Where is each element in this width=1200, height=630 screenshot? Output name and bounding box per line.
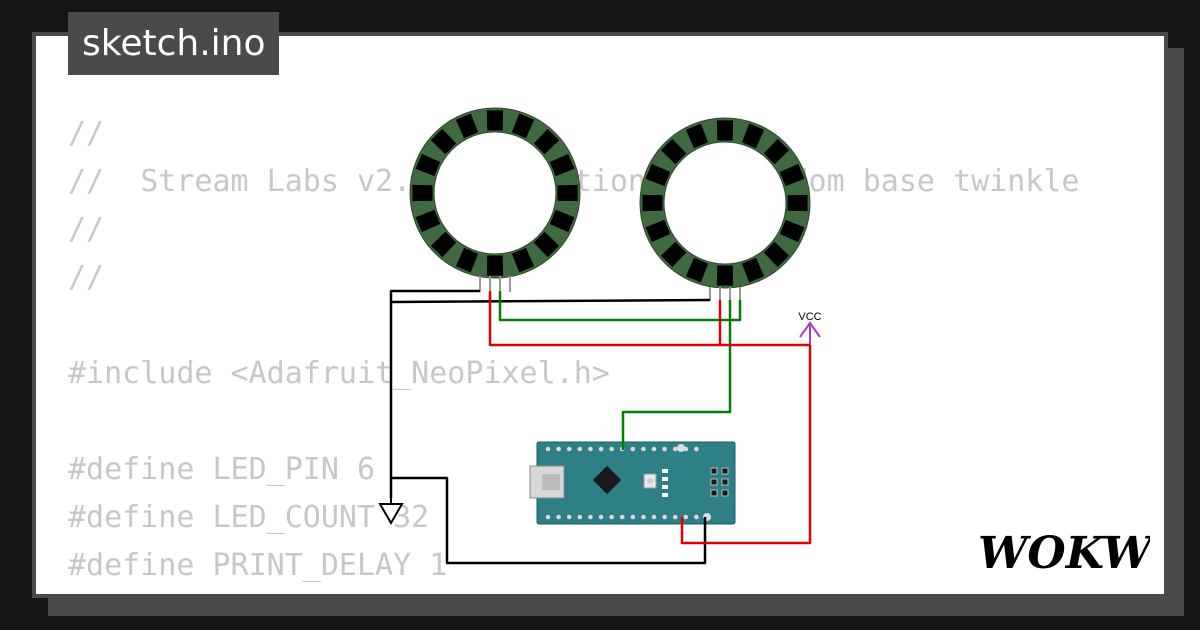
microcontroller-chip [592,465,622,495]
ring-pixel [642,194,663,212]
header-pin [566,514,572,520]
ring-pixel [511,247,535,273]
header-pin [694,514,699,520]
header-pin [577,514,583,520]
header-pin [588,446,593,452]
header-pin [683,514,689,520]
ring-left-pins [479,276,511,292]
wire-green-din-2 [621,300,732,450]
code-line: #include <Adafruit_NeoPixel.h> [68,356,610,391]
ring-pixel [763,138,790,165]
ring-pixel [486,255,504,276]
wire-red-vcc-1 [488,291,810,347]
vcc-label: VCC [798,311,821,323]
wokwi-logo: WOKWi [978,528,1150,578]
header-pin [662,446,667,452]
header-pin [651,446,657,452]
file-title-tab[interactable]: sketch.ino [68,12,280,75]
ring-pixel [430,128,457,155]
header-pin [566,446,572,452]
ring-pixel [533,128,560,155]
ring-pixel [430,231,457,258]
ring-pixel [779,219,805,243]
header-pin [672,514,678,520]
code-line: // [68,116,105,151]
wires [389,289,812,565]
header-pin [630,514,636,520]
ring-pixel [685,257,709,283]
ring-pixel [645,219,671,243]
code-line: // [68,260,105,295]
ring-pixel [685,123,709,149]
header-pin [556,514,561,520]
header-pin [651,514,657,520]
ring-pixel [415,209,441,233]
ring-pixel [549,209,575,233]
ring-pixel [787,194,808,212]
ring-pixel [455,247,479,273]
header-pin [641,514,646,520]
ring-pixel [557,184,578,202]
mount-hole [677,444,685,452]
ring-center [433,131,557,255]
wire-black-gnd-1 [389,289,480,498]
header-pin [662,514,667,520]
header-pin [641,446,646,452]
vcc-symbol: VCC [798,311,822,346]
ring-center [663,141,787,265]
wire-green-din-1 [498,291,742,322]
usb-port [542,474,560,490]
wokwi-logo-text: WOKWi [978,528,1150,578]
neopixel-ring-left[interactable] [409,107,581,279]
code-line: // [68,212,105,247]
icsp-header [710,467,729,497]
header-pin [598,514,604,520]
wire-black-gnd-2 [390,298,711,304]
header-pin [609,446,614,452]
ring-pixel [455,113,479,139]
ring-pixel [763,241,790,268]
header-pin [598,446,604,452]
header-pin [545,446,551,452]
header-pin [577,446,583,452]
code-line: #define PRINT_DELAY 1 [68,548,448,583]
ring-pixel [779,163,805,187]
header-pin [588,514,593,520]
ring-pixel [511,113,535,139]
ring-pixel [716,120,734,141]
arduino-nano[interactable] [529,441,736,525]
ring-pixel [660,241,687,268]
header-pin [630,446,636,452]
header-pin [545,514,551,520]
ring-pixel [645,163,671,187]
header-pin [672,446,678,452]
code-line: #define LED_PIN 6 [68,452,376,487]
wire-red-vcc-3 [680,345,812,545]
header-pin [694,446,699,452]
status-leds [662,469,668,497]
neopixel-ring-right[interactable] [639,117,811,289]
wire-black-gnd-3 [391,476,707,565]
header-pin [619,514,625,520]
ring-right-pins [709,287,741,301]
ground-symbol [378,498,404,525]
ring-pixel [741,257,765,283]
header-pin [609,514,614,520]
ring-pixel [415,153,441,177]
ring-pixel [741,123,765,149]
nano-bottom-pins [545,514,699,520]
ring-pixel [716,265,734,286]
ring-pixel [549,153,575,177]
ring-pixel [660,138,687,165]
header-pin [556,446,561,452]
code-line: #define LED_COUNT 32 [68,500,430,535]
ring-pixel [486,110,504,131]
ring-pixel [533,231,560,258]
ring-pixel [412,184,433,202]
